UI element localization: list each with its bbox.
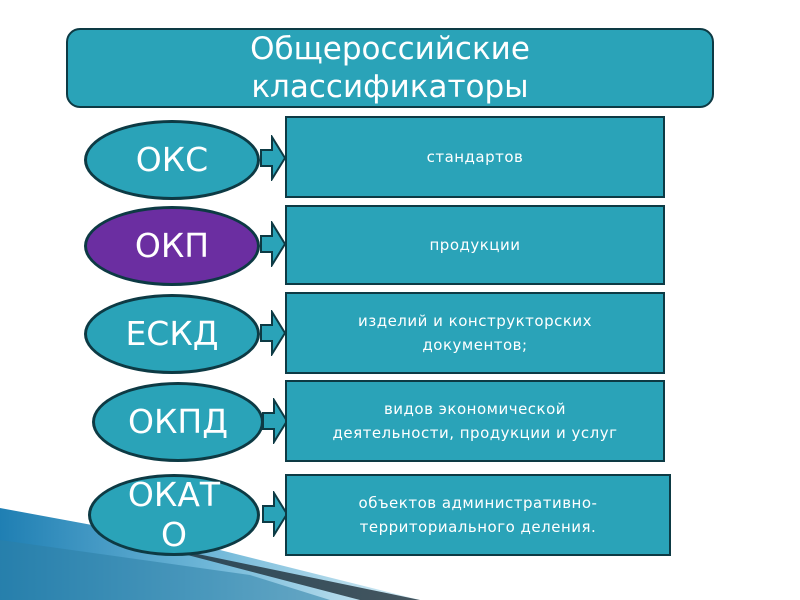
arrow-right-icon	[262, 398, 288, 444]
classifier-abbr: ЕСКД	[125, 314, 219, 353]
diagram-title: Общероссийские классификаторы	[250, 31, 530, 105]
classifier-desc-eskd: изделий и конструкторских документов;	[285, 292, 665, 374]
classifier-ellipse-eskd: ЕСКД	[84, 294, 260, 374]
classifier-desc-okpd: видов экономической деятельности, продук…	[285, 380, 665, 462]
classifier-desc: объектов административно- территориально…	[358, 494, 598, 536]
classifier-ellipse-okpd: ОКПД	[92, 382, 264, 462]
arrow-right-icon	[260, 135, 286, 181]
classifier-abbr: ОКС	[135, 140, 209, 179]
classifier-abbr: ОКП	[134, 226, 210, 265]
arrow-right-icon	[260, 310, 286, 356]
classifier-desc-oks: стандартов	[285, 116, 665, 198]
classifier-desc: изделий и конструкторских документов;	[357, 312, 593, 354]
classifier-ellipse-okp: ОКП	[84, 206, 260, 286]
classifier-ellipse-oks: ОКС	[84, 120, 260, 200]
classifier-abbr: ОКПД	[128, 402, 228, 441]
arrow-right-icon	[262, 491, 288, 537]
arrow-right-icon	[260, 221, 286, 267]
classifier-desc: видов экономической деятельности, продук…	[332, 400, 618, 442]
title-banner: Общероссийские классификаторы	[66, 28, 714, 108]
classifier-desc-okato: объектов административно- территориально…	[285, 474, 671, 556]
classifier-desc: стандартов	[426, 148, 524, 166]
classifier-abbr: ОКАТ О	[127, 475, 221, 554]
classifier-desc: продукции	[429, 236, 521, 254]
classifier-ellipse-okato: ОКАТ О	[88, 474, 260, 556]
classifier-desc-okp: продукции	[285, 205, 665, 285]
